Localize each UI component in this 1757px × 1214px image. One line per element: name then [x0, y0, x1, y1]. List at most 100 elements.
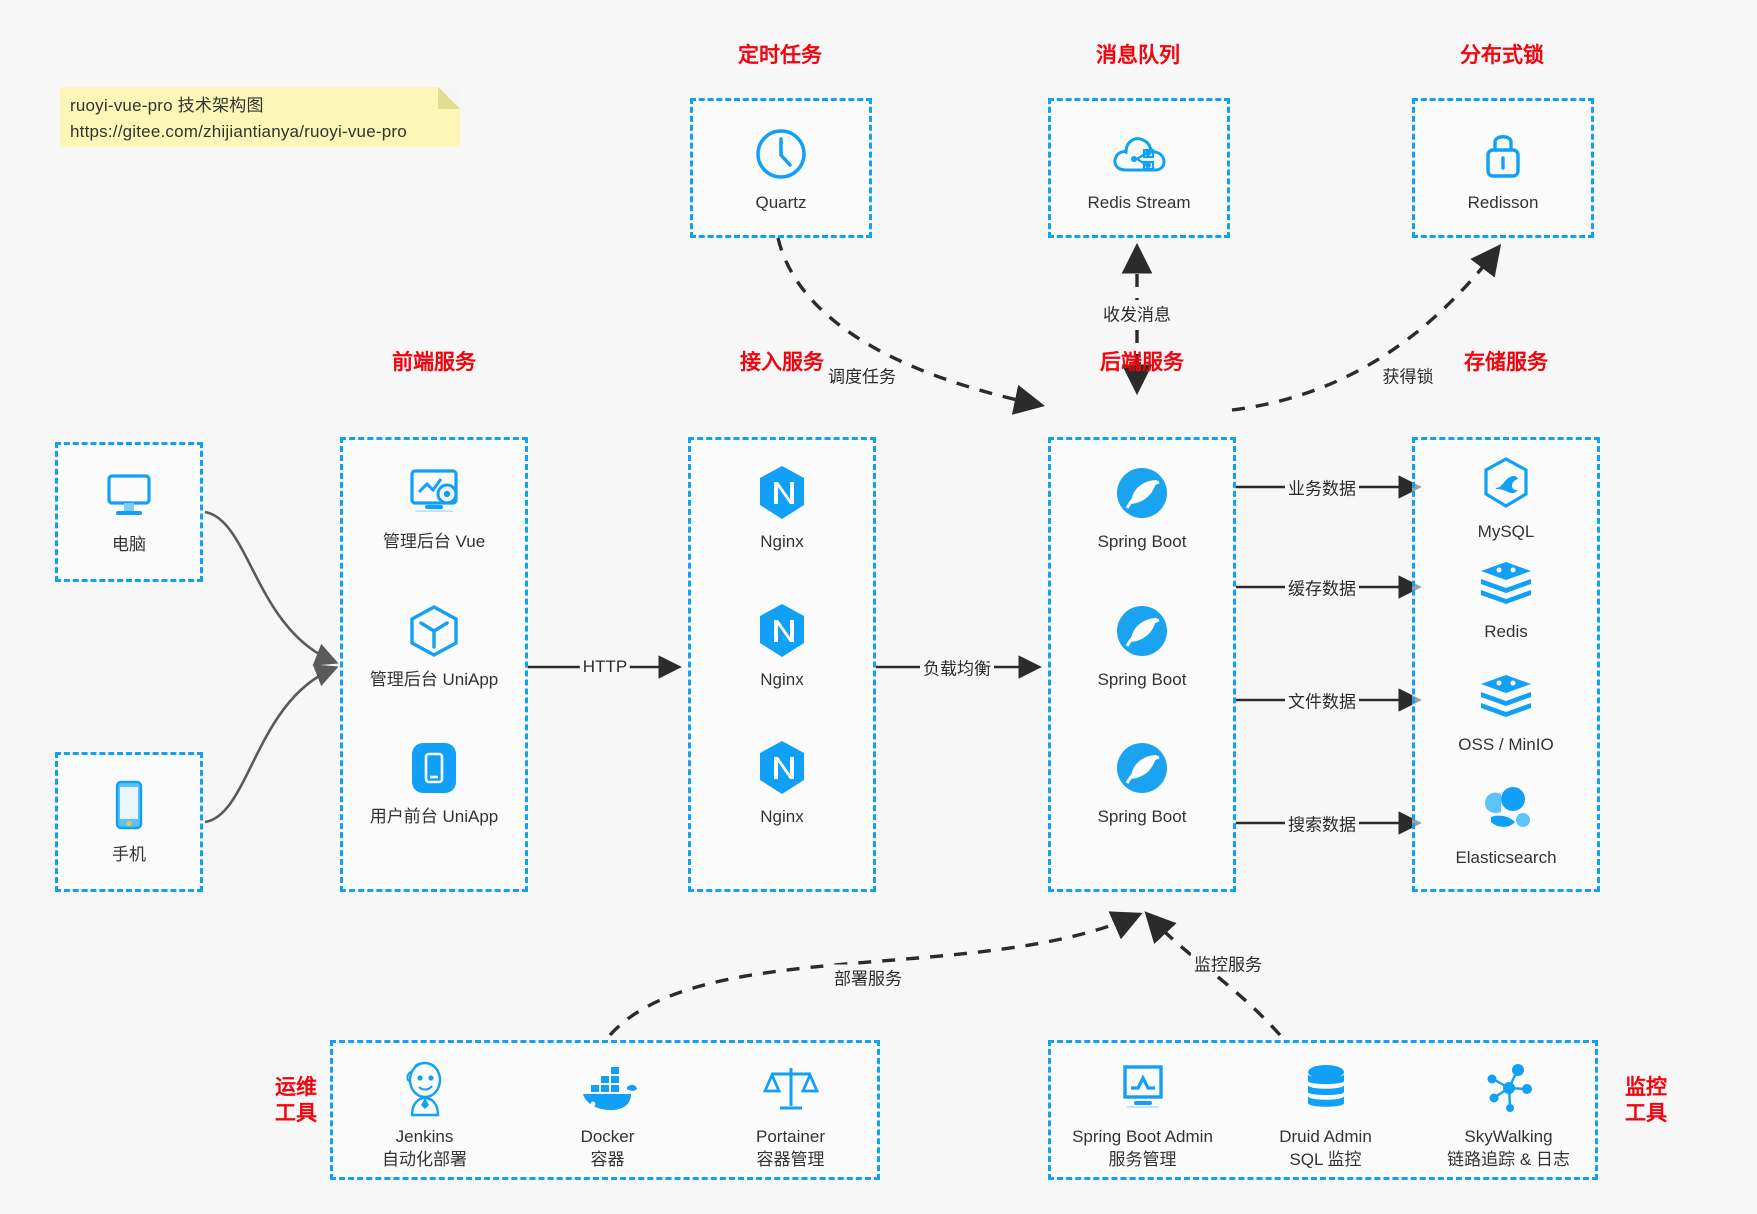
node-nginx-3[interactable]: Nginx: [691, 737, 873, 828]
uniapp-cube-icon: [343, 600, 525, 662]
node-label: 电脑: [112, 535, 146, 554]
group-gateway: Nginx Nginx Nginx: [688, 437, 876, 892]
node-label: Spring Boot: [1097, 670, 1187, 689]
node-jenkins[interactable]: Jenkins 自动化部署: [333, 1057, 516, 1171]
node-sublabel: 服务管理: [1108, 1150, 1177, 1169]
node-mobile[interactable]: 手机: [58, 775, 200, 866]
edge-label-load-balance: 负载均衡: [920, 654, 994, 680]
node-spring-boot-1[interactable]: Spring Boot: [1051, 462, 1233, 553]
node-label: Docker: [580, 1127, 635, 1146]
node-label: Druid Admin: [1279, 1127, 1372, 1146]
group-devops: Jenkins 自动化部署 Docker 容器: [330, 1040, 880, 1180]
redis-icon: [1415, 552, 1597, 614]
mobile-app-icon: [343, 737, 525, 799]
node-docker[interactable]: Docker 容器: [516, 1057, 699, 1171]
node-sublabel: SQL 监控: [1289, 1150, 1362, 1169]
group-title-frontend: 前端服务: [392, 351, 476, 374]
node-label: Jenkins: [395, 1127, 454, 1146]
nginx-icon: [691, 462, 873, 524]
portainer-scales-icon: [699, 1057, 882, 1119]
node-label: Redis Stream: [1087, 193, 1191, 212]
mobile-phone-icon: [58, 775, 200, 837]
group-title-backend: 后端服务: [1100, 351, 1184, 374]
node-oss-minio[interactable]: OSS / MinIO: [1415, 665, 1597, 756]
node-spring-boot-admin[interactable]: Spring Boot Admin 服务管理: [1051, 1057, 1234, 1171]
node-sublabel: 容器: [590, 1150, 625, 1169]
node-desktop[interactable]: 电脑: [58, 465, 200, 556]
node-label: OSS / MinIO: [1458, 735, 1554, 754]
edge-label-schedule-task: 调度任务: [825, 362, 899, 388]
group-title-gateway: 接入服务: [740, 351, 824, 374]
diagram-note: ruoyi-vue-pro 技术架构图 https://gitee.com/zh…: [60, 87, 460, 147]
node-nginx-2[interactable]: Nginx: [691, 600, 873, 691]
node-label: Nginx: [760, 670, 804, 689]
jenkins-butler-icon: [333, 1057, 516, 1119]
node-spring-boot-3[interactable]: Spring Boot: [1051, 737, 1233, 828]
monitor-chart-icon: [1051, 1057, 1234, 1119]
object-storage-icon: [1415, 665, 1597, 727]
group-title-mq: 消息队列: [1096, 44, 1180, 67]
database-stack-icon: [1234, 1057, 1417, 1119]
mysql-icon: [1415, 452, 1597, 514]
node-label: SkyWalking: [1464, 1127, 1553, 1146]
node-label: MySQL: [1477, 522, 1535, 541]
node-sublabel: 链路追踪 & 日志: [1447, 1150, 1570, 1169]
edge-label-monitor-service: 监控服务: [1191, 950, 1265, 976]
padlock-icon: [1415, 123, 1591, 185]
nginx-icon: [691, 600, 873, 662]
skywalking-network-icon: [1417, 1057, 1600, 1119]
spring-boot-leaf-icon: [1051, 462, 1233, 524]
node-portainer[interactable]: Portainer 容器管理: [699, 1057, 882, 1171]
group-lock: Redisson: [1412, 98, 1594, 238]
node-sublabel: 自动化部署: [382, 1150, 467, 1169]
node-label: Redisson: [1467, 193, 1539, 212]
group-backend: Spring Boot Spring Boot Spring Boot: [1048, 437, 1236, 892]
node-label: Redis: [1484, 622, 1528, 641]
note-fold-corner: [438, 87, 460, 109]
node-admin-vue[interactable]: 管理后台 Vue: [343, 462, 525, 553]
node-user-uniapp[interactable]: 用户前台 UniApp: [343, 737, 525, 828]
docker-whale-icon: [516, 1057, 699, 1119]
group-monitoring: Spring Boot Admin 服务管理 Druid Admin SQL 监…: [1048, 1040, 1598, 1180]
edge-label-file-data: 文件数据: [1285, 687, 1359, 713]
node-redis-stream[interactable]: Redis Stream: [1051, 123, 1227, 214]
node-druid-admin[interactable]: Druid Admin SQL 监控: [1234, 1057, 1417, 1171]
node-mysql[interactable]: MySQL: [1415, 452, 1597, 543]
group-client-desktop: 电脑: [55, 442, 203, 582]
cloud-stream-icon: [1051, 123, 1227, 185]
node-label: Spring Boot: [1097, 532, 1187, 551]
node-elasticsearch[interactable]: Elasticsearch: [1415, 778, 1597, 869]
node-label: Nginx: [760, 532, 804, 551]
node-label: Spring Boot: [1097, 807, 1187, 826]
edge-label-deploy-service: 部署服务: [831, 964, 905, 990]
group-storage: MySQL Redis OSS: [1412, 437, 1600, 892]
elasticsearch-icon: [1415, 778, 1597, 840]
node-label: Nginx: [760, 807, 804, 826]
group-frontend: 管理后台 Vue 管理后台 UniApp 用户前台 UniApp: [340, 437, 528, 892]
node-redis[interactable]: Redis: [1415, 552, 1597, 643]
nginx-icon: [691, 737, 873, 799]
node-label: Quartz: [755, 193, 807, 212]
node-label: 用户前台 UniApp: [369, 807, 499, 826]
edge-label-acquire-lock: 获得锁: [1379, 362, 1437, 388]
edge-label-cache-data: 缓存数据: [1285, 574, 1359, 600]
group-client-mobile: 手机: [55, 752, 203, 892]
group-title-monitoring: 监控 工具: [1625, 1076, 1667, 1125]
group-title-scheduler: 定时任务: [738, 44, 822, 67]
spring-boot-leaf-icon: [1051, 737, 1233, 799]
edge-label-search-data: 搜索数据: [1285, 810, 1359, 836]
node-spring-boot-2[interactable]: Spring Boot: [1051, 600, 1233, 691]
note-line-2: https://gitee.com/zhijiantianya/ruoyi-vu…: [70, 122, 407, 141]
desktop-computer-icon: [58, 465, 200, 527]
edge-label-http: HTTP: [579, 657, 631, 677]
node-redisson[interactable]: Redisson: [1415, 123, 1591, 214]
node-quartz[interactable]: Quartz: [693, 123, 869, 214]
spring-boot-leaf-icon: [1051, 600, 1233, 662]
node-skywalking[interactable]: SkyWalking 链路追踪 & 日志: [1417, 1057, 1600, 1171]
node-label: Elasticsearch: [1455, 848, 1557, 867]
node-label: 管理后台 Vue: [382, 532, 486, 551]
node-nginx-1[interactable]: Nginx: [691, 462, 873, 553]
node-sublabel: 容器管理: [756, 1150, 825, 1169]
node-admin-uniapp[interactable]: 管理后台 UniApp: [343, 600, 525, 691]
